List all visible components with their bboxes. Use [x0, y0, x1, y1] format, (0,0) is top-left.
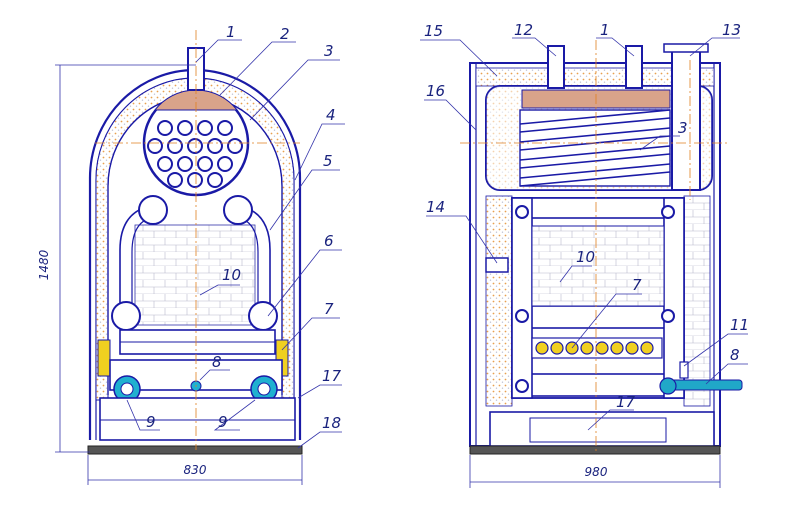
callout-18: 18: [322, 414, 341, 432]
callout-9b: 9: [218, 413, 228, 431]
side-pipe-1: [625, 45, 643, 89]
callout-14: 14: [426, 198, 445, 216]
callout-1: 1: [226, 23, 236, 41]
callout-10-side: 10: [576, 248, 595, 266]
callout-11: 11: [730, 316, 749, 334]
base-frame: [99, 397, 296, 441]
callout-9a: 9: [146, 413, 156, 431]
brick-lining: [134, 224, 256, 326]
dim-width-right: 980: [585, 465, 608, 479]
ground-plate-right: [469, 445, 721, 455]
callout-8: 8: [212, 353, 222, 371]
callout-4: 4: [326, 106, 336, 124]
front-view: 1480 830: [37, 30, 303, 485]
dim-height-left: 1480: [37, 249, 51, 280]
callout-1-side: 1: [600, 21, 610, 39]
callout-3-side: 3: [678, 119, 688, 137]
drain-pipe-8: [667, 379, 743, 391]
callout-7: 7: [324, 300, 334, 318]
callout-17: 17: [322, 367, 342, 385]
lower-collector-right: [248, 301, 278, 331]
left-callouts: 1 2 3 4 5 6 7 8 9 9 10 17 18: [126, 23, 345, 449]
callout-5: 5: [323, 152, 333, 170]
upper-collector-left: [138, 195, 168, 225]
dim-width-left: 830: [184, 463, 207, 477]
callout-17-side: 17: [616, 393, 636, 411]
side-inlet-14: [485, 257, 509, 273]
callout-6: 6: [324, 232, 334, 250]
burner-nozzles: [535, 341, 654, 355]
callout-8-side: 8: [730, 346, 740, 364]
callout-3: 3: [324, 42, 334, 60]
ground-plate-left: [87, 445, 303, 455]
upper-collector-right: [223, 195, 253, 225]
callout-12: 12: [514, 21, 533, 39]
side-view: 980: [460, 40, 743, 488]
callout-16: 16: [426, 82, 445, 100]
chimney-13: [671, 49, 701, 191]
callout-10: 10: [222, 266, 241, 284]
fire-tubes: [147, 120, 243, 188]
callout-13: 13: [722, 21, 741, 39]
valve-11: [679, 361, 689, 379]
callout-7-side: 7: [632, 276, 642, 294]
callout-15: 15: [424, 22, 443, 40]
callout-2: 2: [280, 25, 290, 43]
side-pipe-12: [547, 45, 565, 89]
burner-left: [97, 339, 111, 377]
lower-collector-left: [111, 301, 141, 331]
right-callouts: 15 12 1 13 16 3 14 10 7 11 8 17: [420, 21, 749, 431]
